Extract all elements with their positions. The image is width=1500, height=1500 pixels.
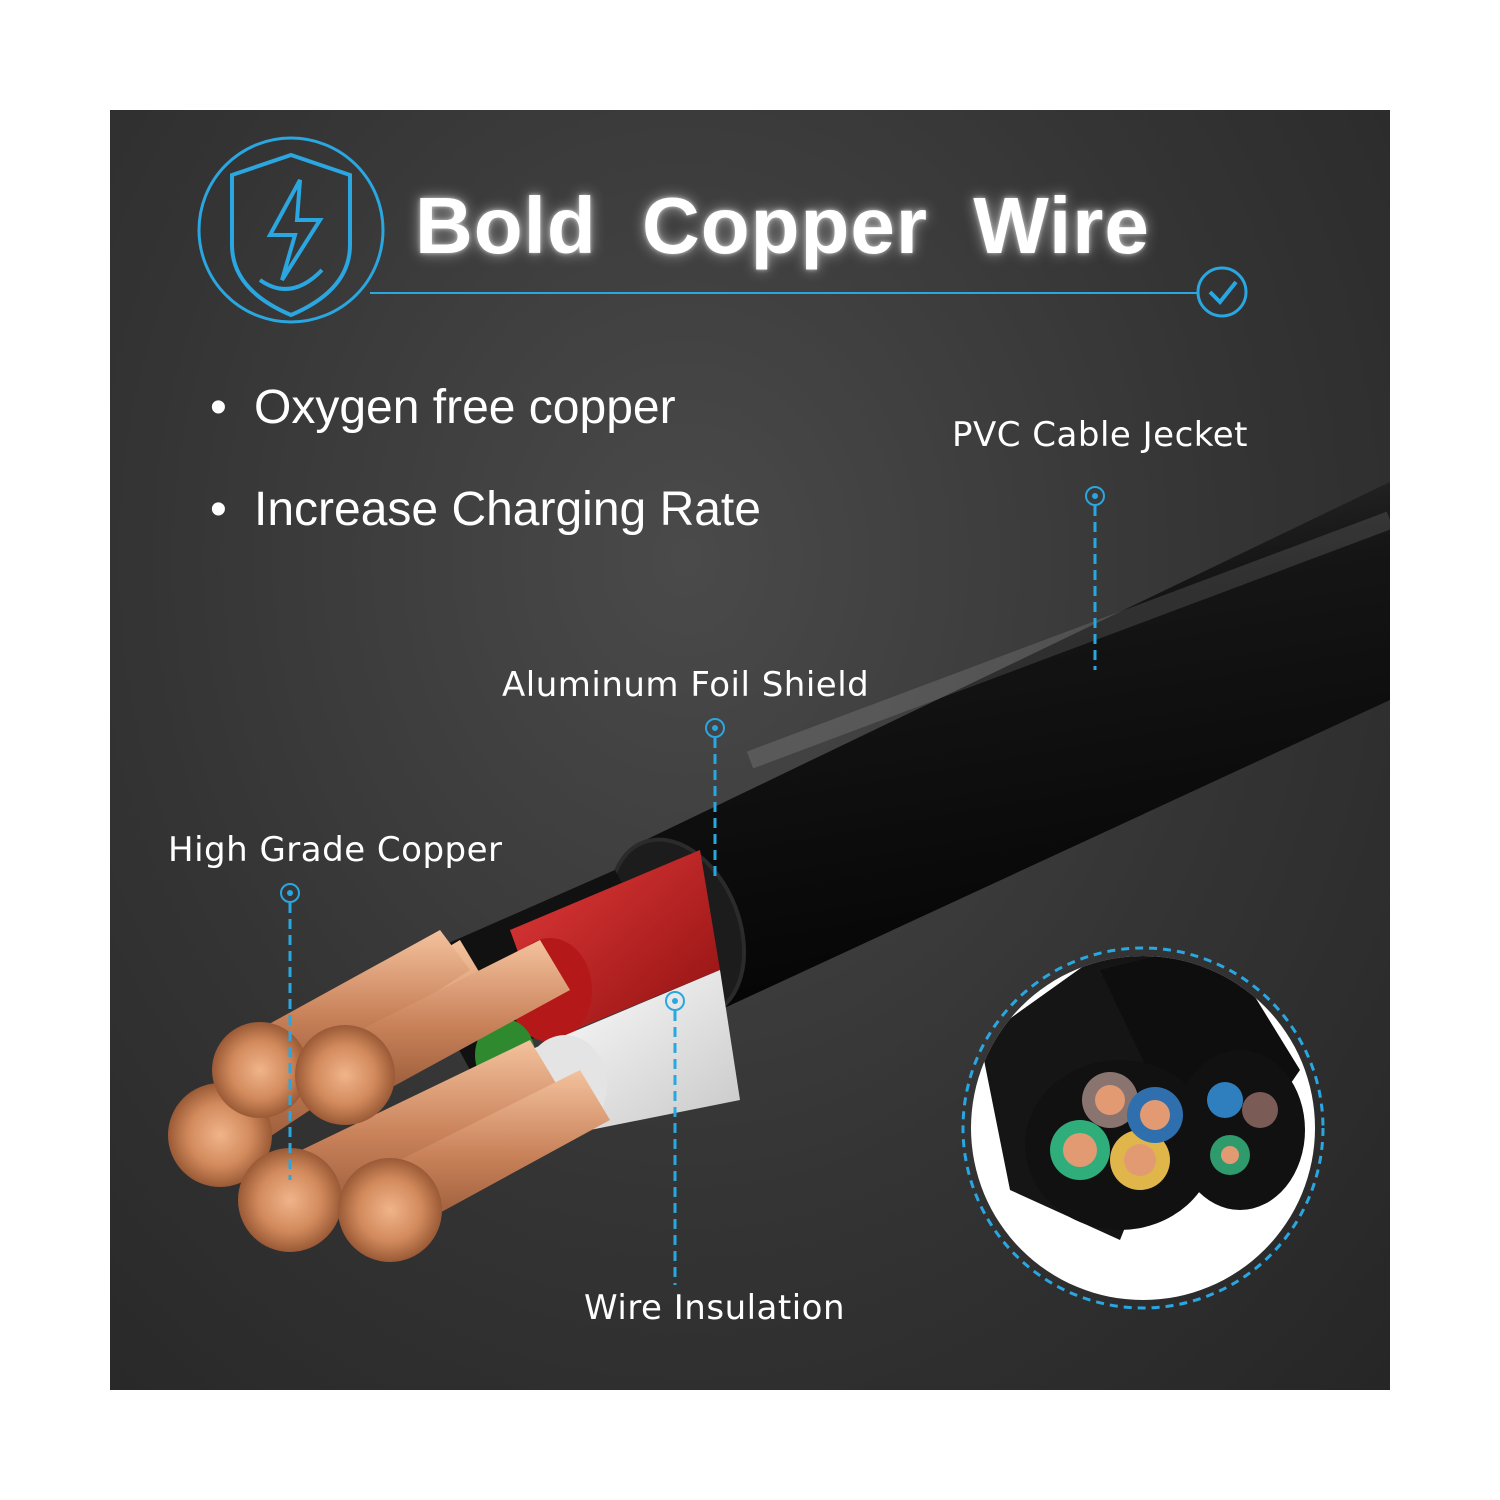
feature-item: • Increase Charging Rate bbox=[210, 482, 761, 537]
copper-strands bbox=[168, 930, 610, 1262]
callout-wire-insulation: Wire Insulation bbox=[584, 1288, 846, 1328]
feature-item: • Oxygen free copper bbox=[210, 380, 676, 435]
cable-illustration bbox=[168, 136, 1390, 1310]
check-circle-icon bbox=[1196, 266, 1248, 318]
bullet-icon: • bbox=[210, 483, 227, 536]
feature-text: Increase Charging Rate bbox=[254, 483, 761, 536]
callout-high-grade-copper: High Grade Copper bbox=[168, 830, 503, 870]
callout-aluminum-shield: Aluminum Foil Shield bbox=[502, 665, 870, 705]
callout-dots bbox=[280, 486, 1105, 1011]
cable-cross-section-inset bbox=[961, 946, 1325, 1310]
shield-lightning-icon bbox=[197, 136, 385, 324]
callout-leaders bbox=[288, 506, 1097, 1285]
page-title: Bold Copper Wire bbox=[415, 181, 1150, 270]
callout-pvc-jacket: PVC Cable Jecket bbox=[952, 415, 1249, 455]
product-panel: Bold Copper Wire • Oxygen free copper • In… bbox=[110, 110, 1390, 1390]
feature-text: Oxygen free copper bbox=[254, 381, 676, 434]
bullet-icon: • bbox=[210, 381, 227, 434]
